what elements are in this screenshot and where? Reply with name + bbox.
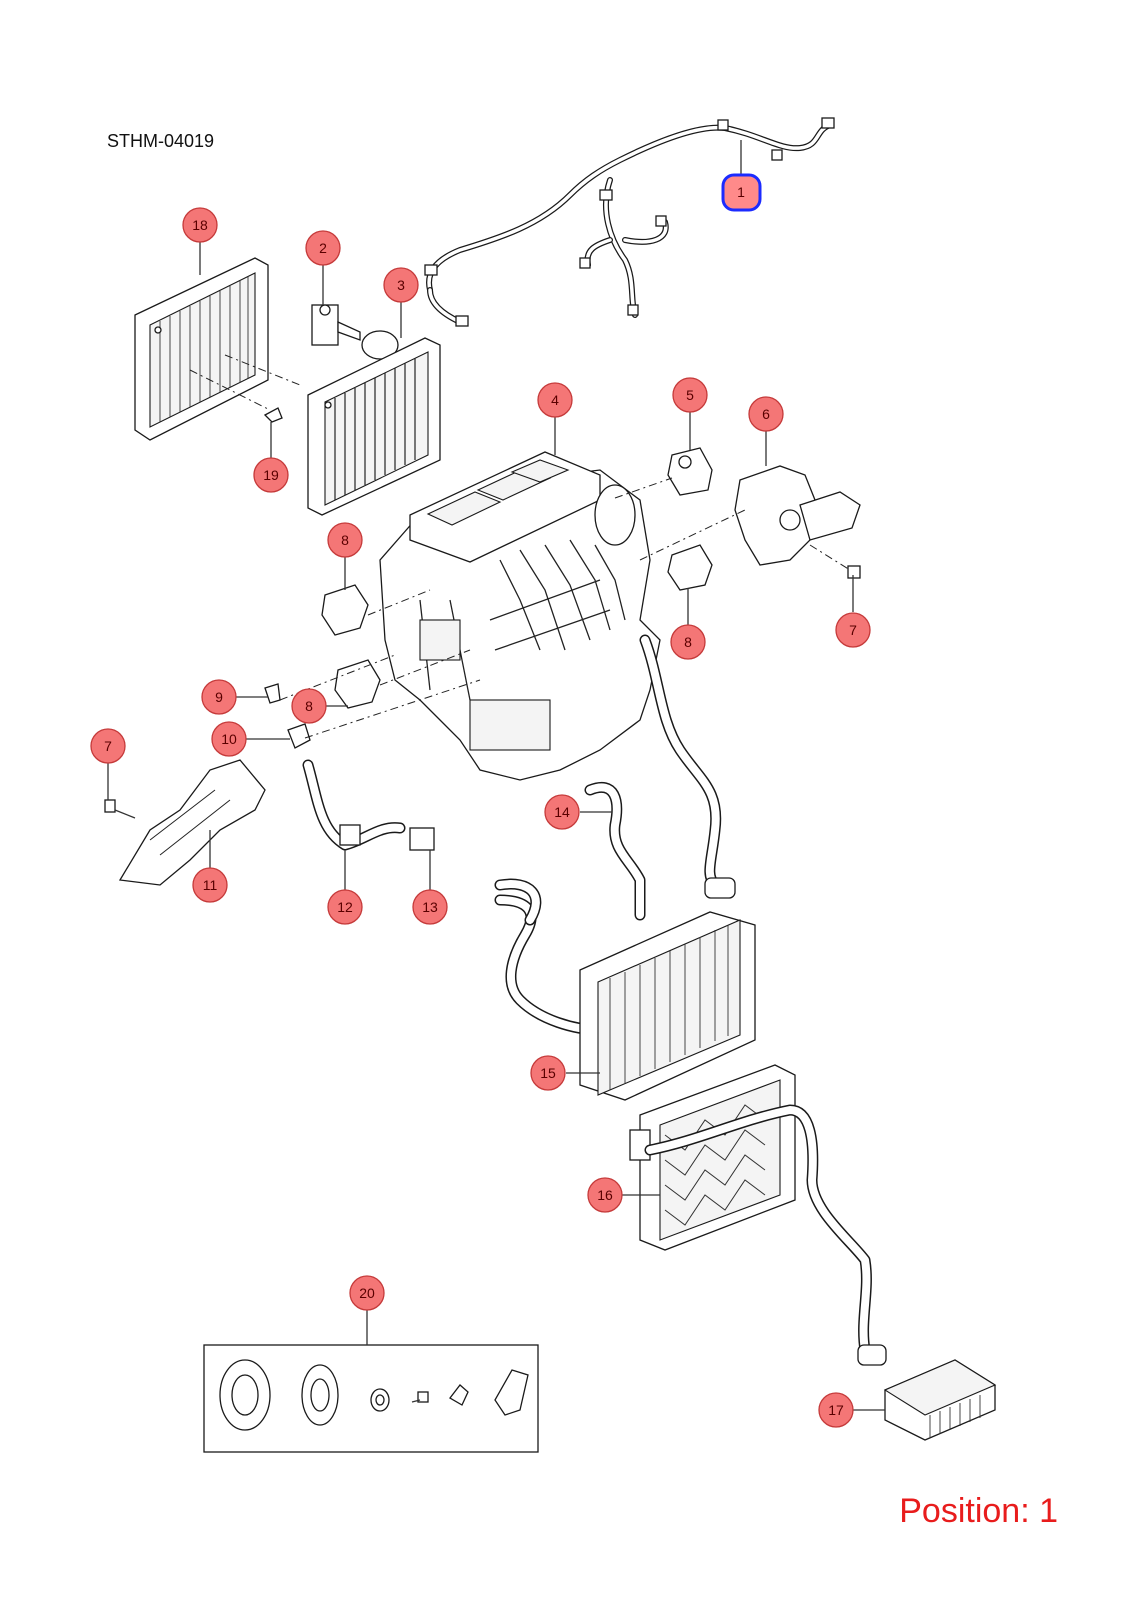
diagram-code: STHM-04019 [107,131,215,151]
svg-text:15: 15 [540,1065,556,1081]
expansion-valve [311,304,361,346]
callout-3[interactable]: 3 [383,267,419,303]
position-indicator: Position: 1 [899,1492,1058,1530]
filter-clip [263,407,283,423]
control-module [883,1359,997,1441]
callout-1[interactable]: 1 [721,173,762,212]
hvac-housing [379,451,661,781]
callout-7-right[interactable]: 7 [835,612,871,648]
svg-text:13: 13 [422,899,438,915]
svg-text:18: 18 [192,217,208,233]
air-duct [118,759,266,886]
cabin-air-filter [134,257,269,441]
screw-7-right [847,565,861,579]
ptc-harness [644,1104,887,1366]
callout-10[interactable]: 10 [211,721,247,757]
svg-text:9: 9 [215,689,223,705]
actuator-5 [667,447,713,496]
svg-text:10: 10 [221,731,237,747]
svg-text:4: 4 [551,392,559,408]
callout-15[interactable]: 15 [530,1055,566,1091]
callout-13[interactable]: 13 [412,889,448,925]
svg-text:7: 7 [104,738,112,754]
leader-lines [107,140,885,1411]
kit-bracket [494,1369,529,1416]
svg-text:1: 1 [737,184,745,200]
callout-9[interactable]: 9 [201,679,237,715]
svg-text:11: 11 [203,877,218,893]
blower-motor-assembly [734,465,861,566]
ptc-heater [629,1064,796,1251]
actuator-8-right [667,544,713,591]
coolant-hose-right [639,634,736,899]
svg-text:14: 14 [554,804,570,820]
callout-5[interactable]: 5 [672,377,708,413]
callout-7-left[interactable]: 7 [90,728,126,764]
svg-text:5: 5 [686,387,694,403]
callout-11[interactable]: 11 [192,867,228,903]
callout-16[interactable]: 16 [587,1177,623,1213]
actuator-8-lower-left [334,659,381,709]
svg-text:3: 3 [397,277,405,293]
wiring-harness [424,117,835,327]
svg-text:17: 17 [828,1402,844,1418]
kit-clip [449,1384,469,1406]
connector-13 [409,827,435,851]
svg-text:16: 16 [597,1187,613,1203]
callout-12[interactable]: 12 [327,889,363,925]
svg-text:20: 20 [359,1285,375,1301]
actuator-8-upper-left [321,584,369,636]
kit-bolt [411,1391,429,1403]
svg-text:8: 8 [684,634,692,650]
svg-text:7: 7 [849,622,857,638]
callout-4[interactable]: 4 [537,382,573,418]
sensor-10 [287,723,311,749]
svg-text:6: 6 [762,406,770,422]
callout-14[interactable]: 14 [544,794,580,830]
kit-grommet [370,1388,390,1412]
callout-19[interactable]: 19 [253,457,289,493]
callout-8-lower-left[interactable]: 8 [291,688,327,724]
callout-20[interactable]: 20 [349,1275,385,1311]
callout-8-right[interactable]: 8 [670,624,706,660]
heater-core-pipes [494,878,606,1036]
callout-17[interactable]: 17 [818,1392,854,1428]
callout-18[interactable]: 18 [182,207,218,243]
svg-text:19: 19 [263,467,279,483]
coolant-hose-14 [584,782,646,921]
kit-flange-small [301,1364,339,1426]
sensor-9 [264,683,281,704]
heater-core [579,911,756,1101]
svg-text:8: 8 [341,532,349,548]
svg-text:12: 12 [337,899,353,915]
callout-8-upper-left[interactable]: 8 [327,522,363,558]
svg-text:8: 8 [305,698,313,714]
kit-flange-large [219,1359,271,1431]
evaporator-core [307,330,441,516]
callout-2[interactable]: 2 [305,230,341,266]
repair-kit-box [203,1344,539,1453]
svg-text:2: 2 [319,240,327,256]
callout-6[interactable]: 6 [748,396,784,432]
screw-7-left [104,799,136,819]
heater-hose-12 [302,759,406,851]
